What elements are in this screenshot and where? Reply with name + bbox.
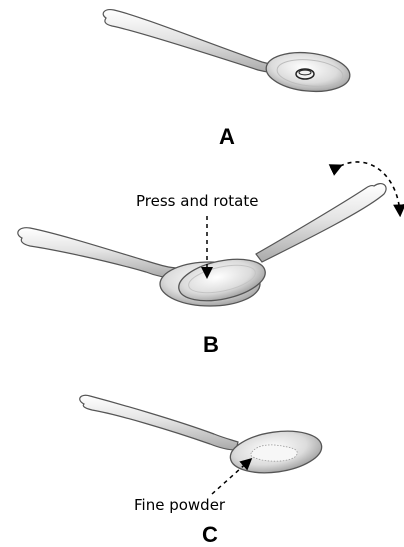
- dashed-arrow-icon: [212, 460, 250, 494]
- spoon-icon: [80, 395, 325, 478]
- panel-label-b: B: [203, 334, 219, 356]
- annotation-press-and-rotate: Press and rotate: [136, 194, 258, 209]
- panel-label-c: C: [202, 524, 218, 546]
- spoon-icon: [103, 10, 352, 96]
- panel-label-a: A: [219, 126, 235, 148]
- tablet-icon: [296, 69, 314, 79]
- panel-c: [80, 395, 325, 494]
- panel-a: [103, 10, 352, 96]
- powder-icon: [251, 445, 298, 461]
- panel-b: [18, 162, 400, 308]
- annotation-fine-powder: Fine powder: [134, 498, 225, 513]
